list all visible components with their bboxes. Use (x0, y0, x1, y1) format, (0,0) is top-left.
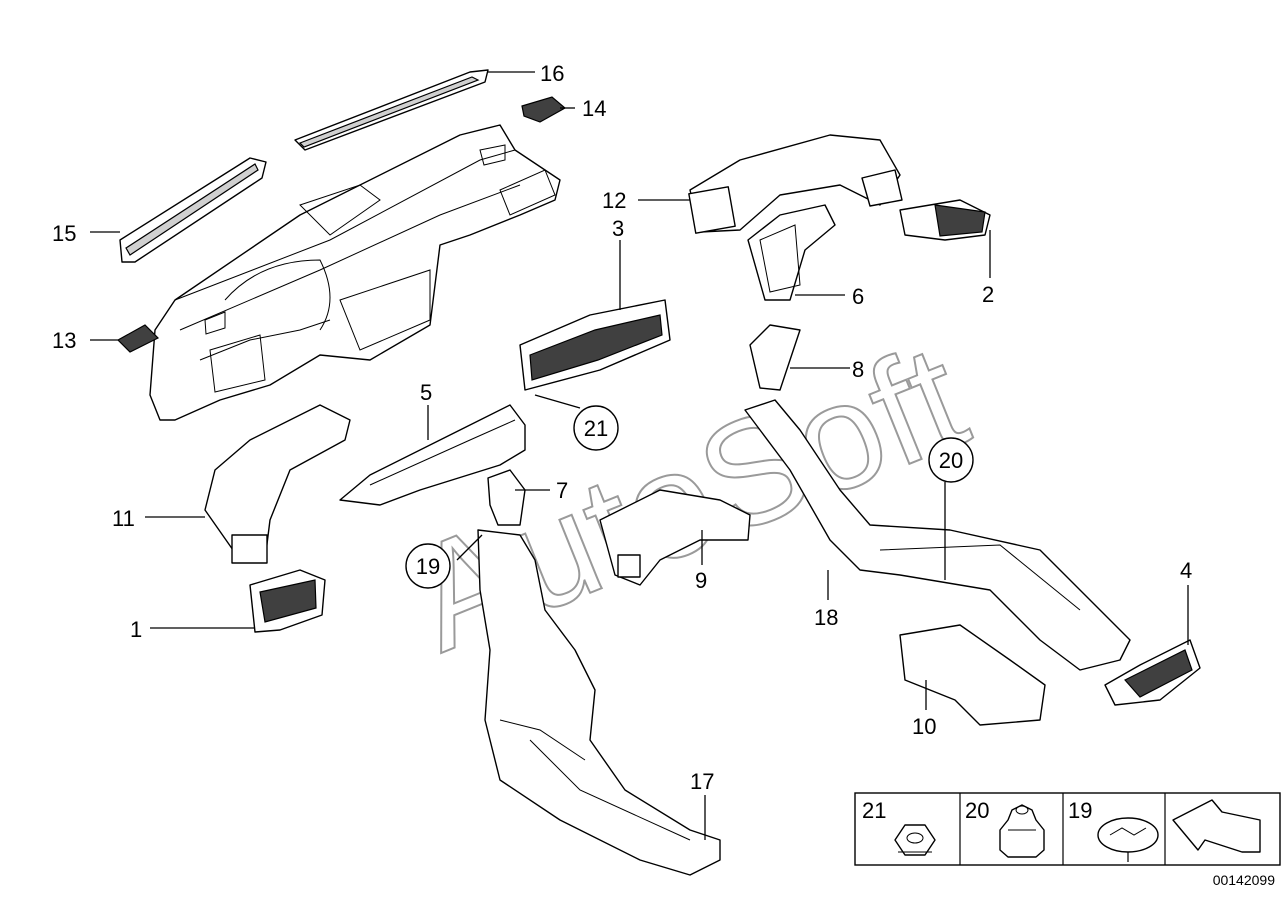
circled-callout-19: 19 (405, 543, 451, 589)
callout-4: 4 (1180, 558, 1192, 583)
callout-7: 7 (556, 478, 568, 503)
callout-3: 3 (612, 216, 624, 241)
callout-labels: 1 2 3 4 5 6 7 8 9 10 11 12 13 14 15 16 1… (52, 61, 1192, 794)
callout-9: 9 (695, 568, 707, 593)
air-vent-1 (249, 569, 326, 633)
air-duct-10 (899, 624, 1046, 726)
legend-label-20: 20 (965, 798, 989, 823)
diagram-id: 00142099 (1213, 872, 1276, 888)
legend-label-19: 19 (1068, 798, 1092, 823)
svg-text:19: 19 (416, 554, 440, 579)
air-duct-6 (747, 204, 836, 301)
callout-2: 2 (982, 282, 994, 307)
callout-14: 14 (582, 96, 606, 121)
air-duct-17 (477, 529, 721, 876)
air-duct-7 (487, 469, 526, 526)
air-vent-4 (1104, 639, 1201, 706)
callout-6: 6 (852, 284, 864, 309)
callout-15: 15 (52, 221, 76, 246)
air-duct-18 (744, 399, 1131, 671)
circled-callout-20: 20 (928, 437, 974, 483)
callout-5: 5 (420, 380, 432, 405)
speaker-grille-14 (521, 96, 567, 123)
air-vent-2 (899, 199, 991, 241)
defroster-strip-15 (119, 157, 267, 263)
air-duct-5 (339, 404, 526, 506)
svg-text:21: 21 (584, 416, 608, 441)
air-duct-9 (599, 489, 751, 586)
callout-11: 11 (112, 506, 135, 531)
callout-8: 8 (852, 357, 864, 382)
callout-17: 17 (690, 769, 714, 794)
cap-nut-icon (999, 804, 1045, 858)
callout-leaders (90, 71, 1189, 840)
hex-nut-icon (894, 824, 936, 856)
clip-icon (1097, 817, 1159, 862)
callout-16: 16 (540, 61, 564, 86)
dashboard-panel (149, 124, 561, 421)
speaker-grille-13 (117, 324, 160, 353)
front-arrow-icon (1172, 799, 1261, 853)
callout-10: 10 (912, 714, 936, 739)
callout-18: 18 (814, 605, 838, 630)
air-duct-8 (749, 324, 801, 391)
callout-13: 13 (52, 328, 76, 353)
legend-label-21: 21 (862, 798, 886, 823)
defroster-strip-16 (294, 69, 489, 151)
callout-1: 1 (130, 617, 142, 642)
svg-text:20: 20 (939, 448, 963, 473)
callout-12: 12 (602, 188, 626, 213)
air-vent-3 (519, 299, 671, 391)
air-duct-11 (204, 404, 351, 564)
circled-callout-21: 21 (573, 405, 619, 451)
air-duct-12 (688, 134, 903, 234)
legend-box: 21 20 19 (854, 792, 1281, 866)
